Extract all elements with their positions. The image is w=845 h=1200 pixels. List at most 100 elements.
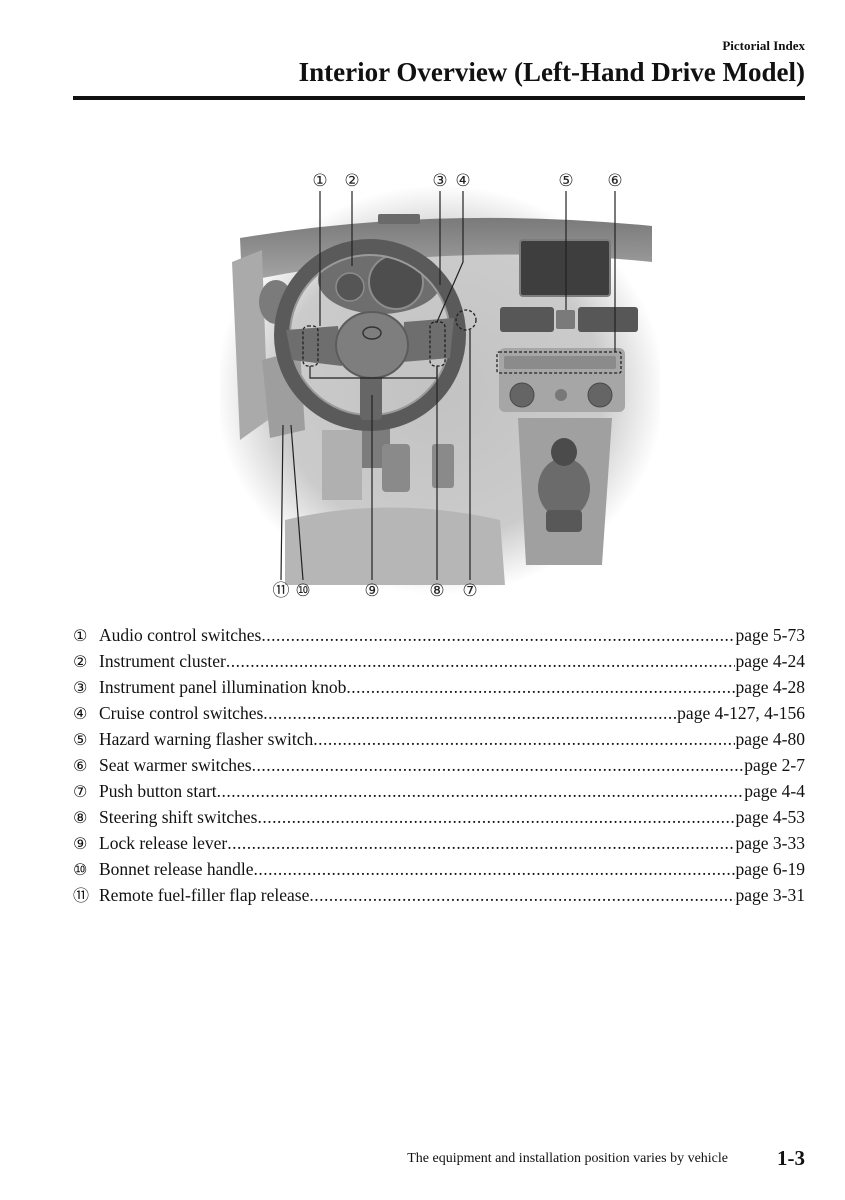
dot-leader: [261, 622, 734, 648]
item-number: ④: [73, 704, 88, 723]
item-page-ref: page 4-80: [735, 729, 806, 749]
page-title: Interior Overview (Left-Hand Drive Model…: [298, 57, 805, 87]
callout-1: ①: [312, 171, 327, 191]
driver-seat: [285, 507, 505, 585]
item-page-ref: page 3-31: [735, 885, 806, 905]
dashboard-top: [240, 217, 652, 282]
center-display-screen: [519, 239, 611, 297]
item-number: ⑦: [73, 782, 88, 801]
page-number: 1-3: [777, 1146, 805, 1170]
climate-knob-left: [509, 382, 535, 408]
defroster-vent: [378, 214, 420, 224]
item-page-ref: page 4-4: [744, 781, 805, 801]
dot-leader: [313, 726, 734, 752]
item-page-ref: page 2-7: [744, 755, 805, 775]
climate-knob-center: [555, 389, 567, 401]
footer-note: The equipment and installation position …: [407, 1151, 728, 1166]
index-item: ① Audio control switches page 5-73: [73, 622, 805, 648]
callout-10: ⑩: [295, 581, 310, 601]
item-number: ⑧: [73, 808, 88, 827]
gear-boot: [538, 458, 590, 518]
brake-pedal: [382, 444, 410, 492]
accelerator-pedal: [432, 444, 454, 488]
item-number: ①: [73, 626, 88, 645]
item-number: ⑩: [73, 860, 88, 879]
section-label: Pictorial Index: [722, 38, 805, 53]
item-label: Push button start: [99, 781, 217, 801]
index-item: ⑧ Steering shift switches page 4-53: [73, 804, 805, 830]
item-page-ref: page 3-33: [735, 833, 806, 853]
index-item: ⑨ Lock release lever page 3-33: [73, 830, 805, 856]
item-label: Instrument panel illumination knob: [99, 677, 347, 697]
push-start-outline: [455, 309, 477, 331]
callout-9: ⑨: [364, 581, 379, 601]
steering-spoke-right: [402, 318, 454, 362]
dot-leader: [226, 648, 735, 674]
dot-leader: [309, 882, 734, 908]
item-label: Seat warmer switches: [99, 755, 252, 775]
steering-wheel-rim: [274, 239, 466, 431]
item-page-ref: page 5-73: [735, 625, 806, 645]
index-item: ⑪ Remote fuel-filler flap release page 3…: [73, 882, 805, 908]
interior-illustration: ① ② ③ ④ ⑤ ⑥ ⑪ ⑩ ⑨ ⑧ ⑦: [220, 171, 660, 601]
steering-spoke-left: [286, 326, 342, 366]
console-switch: [546, 510, 582, 532]
item-label: Bonnet release handle: [99, 859, 254, 879]
component-index-list: ① Audio control switches page 5-73 ② Ins…: [73, 622, 805, 908]
item-page-ref: page 4-24: [735, 651, 806, 671]
item-label: Remote fuel-filler flap release: [99, 885, 310, 905]
index-item: ⑩ Bonnet release handle page 6-19: [73, 856, 805, 882]
left-door-panel: [232, 250, 268, 440]
leader-bracket: [309, 366, 438, 379]
item-number: ⑤: [73, 730, 88, 749]
callout-3: ③: [432, 171, 447, 191]
item-label: Instrument cluster: [99, 651, 226, 671]
dot-leader: [254, 856, 735, 882]
leader-line-10: [290, 424, 304, 581]
dot-leader: [252, 752, 744, 778]
index-item: ③ Instrument panel illumination knob pag…: [73, 674, 805, 700]
seat-warmer-outline: [496, 351, 622, 374]
item-label: Steering shift switches: [99, 807, 258, 827]
item-number: ②: [73, 652, 88, 671]
index-item: ④ Cruise control switches page 4-127, 4-…: [73, 700, 805, 726]
dot-leader: [257, 804, 734, 830]
callout-8: ⑧: [429, 581, 444, 601]
item-number: ⑥: [73, 756, 88, 775]
gear-knob: [551, 438, 577, 466]
leader-line-11: [280, 424, 284, 581]
item-label: Audio control switches: [99, 625, 262, 645]
item-page-ref: page 4-53: [735, 807, 806, 827]
callout-5: ⑤: [558, 171, 573, 191]
steering-logo: [362, 326, 382, 340]
item-label: Hazard warning flasher switch: [99, 729, 314, 749]
instrument-gauge-side: [335, 272, 365, 302]
callout-11: ⑪: [273, 581, 290, 601]
callout-4: ④: [455, 171, 470, 191]
climate-knob-right: [587, 382, 613, 408]
dot-leader: [346, 674, 734, 700]
center-vent-right: [578, 307, 638, 332]
dot-leader: [263, 700, 676, 726]
steering-hub: [335, 311, 409, 379]
callout-7: ⑦: [462, 581, 477, 601]
callout-2: ②: [344, 171, 359, 191]
dot-leader: [217, 778, 744, 804]
item-number: ⑪: [73, 886, 90, 905]
index-item: ⑦ Push button start page 4-4: [73, 778, 805, 804]
seat-warmer-switch-strip: [504, 356, 616, 369]
index-item: ⑤ Hazard warning flasher switch page 4-8…: [73, 726, 805, 752]
leader-lines: [280, 191, 616, 581]
center-vent-left: [500, 307, 554, 332]
callout-6: ⑥: [607, 171, 622, 191]
item-label: Cruise control switches: [99, 703, 264, 723]
footwell-left: [322, 430, 362, 500]
title-rule: [73, 96, 805, 100]
item-number: ③: [73, 678, 88, 697]
hazard-switch: [556, 310, 575, 329]
leader-line-4: [436, 191, 464, 323]
steering-spoke-lower: [360, 372, 382, 420]
item-label: Lock release lever: [99, 833, 228, 853]
dot-leader: [227, 830, 734, 856]
item-page-ref: page 4-28: [735, 677, 806, 697]
